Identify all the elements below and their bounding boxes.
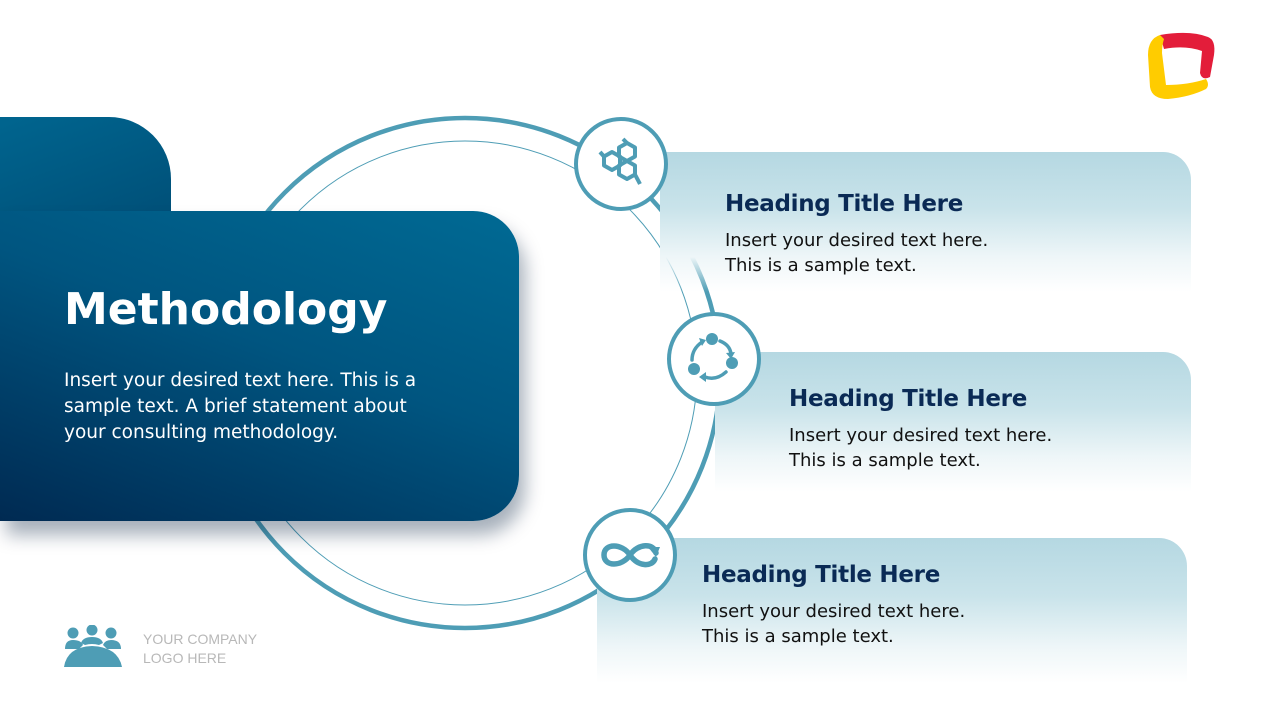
logo-line-2: LOGO HERE	[143, 650, 227, 666]
step-text-1-line1: Insert your desired text here.	[725, 230, 989, 251]
step-heading-3: Heading Title Here	[702, 562, 941, 588]
step-text-1-line2: This is a sample text.	[725, 255, 917, 276]
step-icon-1	[574, 117, 668, 211]
infinity-icon	[601, 543, 660, 568]
brand-logo-icon	[1148, 32, 1215, 99]
page-description: Insert your desired text here. This is a…	[64, 370, 417, 443]
step-text-2: Insert your desired text here. This is a…	[789, 423, 1052, 473]
title-panel	[0, 211, 519, 521]
cycle-icon	[688, 333, 738, 382]
logo-line-1: YOUR COMPANY	[143, 631, 258, 647]
step-card-3	[597, 538, 1187, 683]
molecule-icon	[598, 137, 642, 185]
step-text-3: Insert your desired text here. This is a…	[702, 599, 965, 649]
step-text-3-line1: Insert your desired text here.	[702, 601, 966, 622]
step-text-2-line2: This is a sample text.	[789, 450, 981, 471]
page-title: Methodology	[64, 284, 388, 335]
step-card-1	[660, 152, 1191, 292]
step-heading-1: Heading Title Here	[725, 191, 964, 217]
step-text-1: Insert your desired text here. This is a…	[725, 228, 988, 278]
company-logo-text: YOUR COMPANY LOGO HERE	[143, 630, 257, 668]
step-icon-3	[583, 508, 677, 602]
company-logo-icon	[64, 625, 122, 667]
step-text-3-line2: This is a sample text.	[702, 626, 894, 647]
step-heading-2: Heading Title Here	[789, 386, 1028, 412]
step-text-2-line1: Insert your desired text here.	[789, 425, 1053, 446]
step-icon-2	[667, 312, 761, 406]
step-card-2	[715, 352, 1191, 492]
